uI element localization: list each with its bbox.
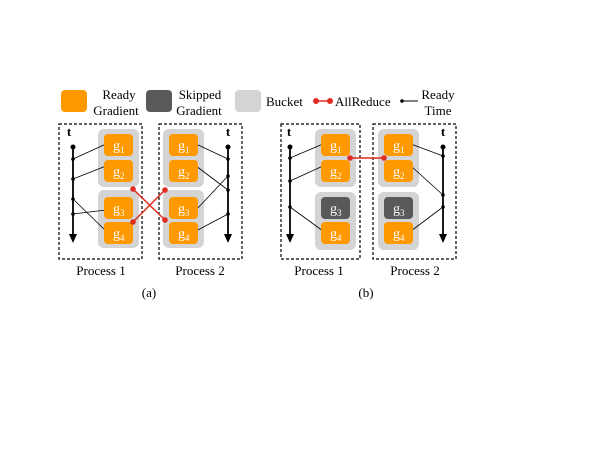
time-axis-label: t (226, 124, 231, 139)
gradient-g1: g1 (169, 134, 198, 156)
legend-bucket-swatch (235, 90, 261, 112)
time-axis-arrow (69, 144, 77, 243)
svg-text:g2: g2 (330, 165, 342, 181)
allreduce-link (347, 155, 387, 161)
svg-text:g4: g4 (393, 227, 405, 243)
svg-text:g1: g1 (113, 139, 125, 155)
panel-a: t t (58, 123, 243, 300)
svg-text:g1: g1 (178, 139, 190, 155)
gradient-g1: g1 (104, 134, 133, 156)
ready-time-links (410, 143, 444, 232)
svg-text:g3: g3 (393, 202, 405, 218)
legend-allreduce-label: AllReduce (335, 94, 391, 109)
svg-text:g4: g4 (330, 227, 342, 243)
legend-ready-line2: Gradient (93, 103, 139, 118)
svg-text:g4: g4 (113, 227, 125, 243)
time-axis-label: t (287, 124, 292, 139)
svg-text:g3: g3 (113, 202, 125, 218)
legend-ready-time-line2: Time (425, 103, 452, 118)
ready-time-links (195, 143, 229, 232)
gradient-g1: g1 (384, 134, 413, 156)
gradient-g1: g1 (321, 134, 350, 156)
process-label: Process 2 (390, 263, 439, 278)
gradient-g2: g2 (169, 160, 198, 182)
legend-ready-line1: Ready (102, 87, 136, 102)
legend-ready-swatch (61, 90, 87, 112)
gradient-g3: g3 (169, 197, 198, 219)
svg-text:g2: g2 (393, 165, 405, 181)
svg-text:g4: g4 (178, 227, 190, 243)
legend-ready-time-line1: Ready (421, 87, 455, 102)
legend-skipped-line1: Skipped (179, 87, 222, 102)
allreduce-link (130, 186, 168, 223)
svg-text:g3: g3 (178, 202, 190, 218)
legend-allreduce-icon (313, 98, 333, 104)
svg-text:g2: g2 (113, 165, 125, 181)
panel-caption: (b) (358, 285, 373, 300)
gradient-g3-skipped: g3 (321, 197, 350, 219)
legend-ready-time-icon (400, 99, 418, 103)
time-axis-arrow (286, 144, 294, 243)
legend: Ready Gradient Skipped Gradient Bucket A… (61, 87, 455, 118)
gradient-g4: g4 (104, 222, 133, 244)
panel-b: t t (280, 123, 457, 300)
time-axis-label: t (441, 124, 446, 139)
svg-text:g1: g1 (330, 139, 342, 155)
process-label: Process 1 (294, 263, 343, 278)
ready-time-links (289, 143, 324, 232)
gradient-g2: g2 (321, 160, 350, 182)
process-2-box (158, 123, 243, 260)
gradient-g2: g2 (384, 160, 413, 182)
process-1-box (280, 123, 361, 260)
gradient-g4: g4 (384, 222, 413, 244)
time-axis-arrow (439, 144, 447, 243)
gradient-g3-skipped: g3 (384, 197, 413, 219)
gradient-g3: g3 (104, 197, 133, 219)
svg-text:g3: g3 (330, 202, 342, 218)
gradient-g4: g4 (169, 222, 198, 244)
process-label: Process 1 (76, 263, 125, 278)
legend-skipped-line2: Gradient (176, 103, 222, 118)
svg-text:g2: g2 (178, 165, 190, 181)
ready-time-links (72, 143, 107, 232)
process-1-box (58, 123, 143, 260)
time-axis-label: t (67, 124, 72, 139)
gradient-g4: g4 (321, 222, 350, 244)
process-2-box (372, 123, 457, 260)
svg-text:g1: g1 (393, 139, 405, 155)
legend-bucket-label: Bucket (266, 94, 303, 109)
panel-caption: (a) (142, 285, 156, 300)
legend-skipped-swatch (146, 90, 172, 112)
gradient-g2: g2 (104, 160, 133, 182)
allreduce-link (130, 187, 168, 225)
process-label: Process 2 (175, 263, 224, 278)
